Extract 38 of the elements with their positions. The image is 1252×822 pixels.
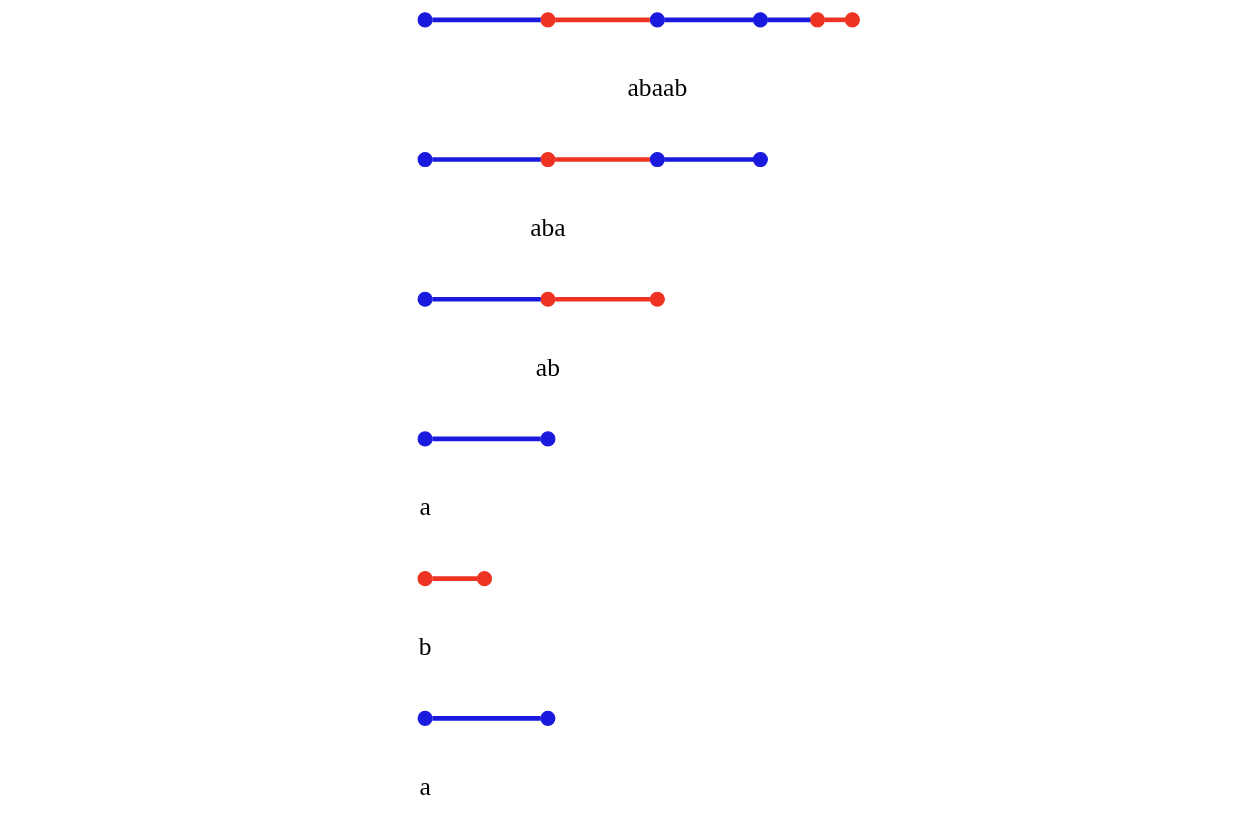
connector [431, 157, 541, 162]
connector [664, 17, 753, 23]
node-circle [539, 431, 555, 447]
node-circle [417, 710, 433, 726]
node-circle [476, 571, 492, 587]
connector [554, 17, 650, 23]
connector [431, 576, 477, 581]
label: a [418, 492, 431, 522]
node-circle [417, 151, 433, 168]
node-circle [649, 291, 665, 307]
node-circle [649, 12, 665, 28]
label: a [418, 771, 431, 801]
node-circle [417, 571, 433, 587]
node-circle [539, 151, 555, 168]
connector [431, 436, 541, 442]
connector [554, 157, 650, 162]
node-circle [752, 12, 768, 28]
label: ab [535, 352, 560, 382]
connector [554, 296, 650, 302]
node-circle [844, 12, 860, 28]
node-circle [752, 151, 768, 168]
connector [824, 17, 845, 23]
node-circle [417, 431, 433, 447]
node-circle [809, 12, 825, 28]
node-circle [539, 12, 555, 28]
node-circle [417, 291, 433, 307]
node-circle [417, 12, 433, 28]
label: b [418, 632, 431, 662]
connector [431, 17, 541, 23]
node-circle [539, 291, 555, 307]
connector [431, 296, 541, 302]
label: abaab [626, 73, 687, 103]
label: aba [529, 212, 566, 242]
connector [431, 716, 541, 721]
connector [664, 157, 753, 162]
node-circle [539, 710, 555, 726]
node-circle [649, 151, 665, 168]
connector [766, 17, 810, 23]
